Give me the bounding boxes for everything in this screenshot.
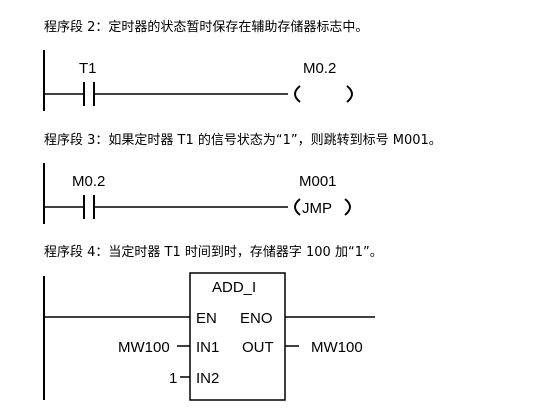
network-3-heading: 程序段 3：如果定时器 T1 的信号状态为“1”，则跳转到标号 M001。 xyxy=(44,133,442,148)
network-2: T1 M0.2 xyxy=(43,50,353,111)
pin-out: OUT xyxy=(242,339,274,356)
pin-in2: IN2 xyxy=(196,370,219,387)
network-4: ADD_I EN ENO MW100 IN1 OUT MW100 1 IN2 xyxy=(43,272,375,401)
contact-label: M0.2 xyxy=(72,173,105,190)
contact-label: T1 xyxy=(79,60,97,77)
box-title: ADD_I xyxy=(212,279,256,296)
jump-label: M001 xyxy=(299,173,337,190)
jump-coil xyxy=(294,198,351,216)
out-operand: MW100 xyxy=(311,339,363,356)
network-4-heading: 程序段 4：当定时器 T1 时间到时，存储器字 100 加“1”。 xyxy=(44,245,383,260)
in2-operand: 1 xyxy=(169,370,177,387)
pin-en: EN xyxy=(196,310,217,327)
normally-open-contact xyxy=(83,82,95,106)
coil-label: M0.2 xyxy=(303,60,336,77)
jump-instruction: JMP xyxy=(302,200,332,217)
in1-operand: MW100 xyxy=(118,339,170,356)
normally-open-contact xyxy=(83,195,95,219)
pin-in1: IN1 xyxy=(196,339,219,356)
add-i-box xyxy=(189,272,286,401)
network-2-heading: 程序段 2：定时器的状态暂时保存在辅助存储器标志中。 xyxy=(44,20,369,35)
network-3: M0.2 M001 JMP xyxy=(43,163,351,224)
output-coil xyxy=(294,85,353,103)
pin-eno: ENO xyxy=(240,310,273,327)
